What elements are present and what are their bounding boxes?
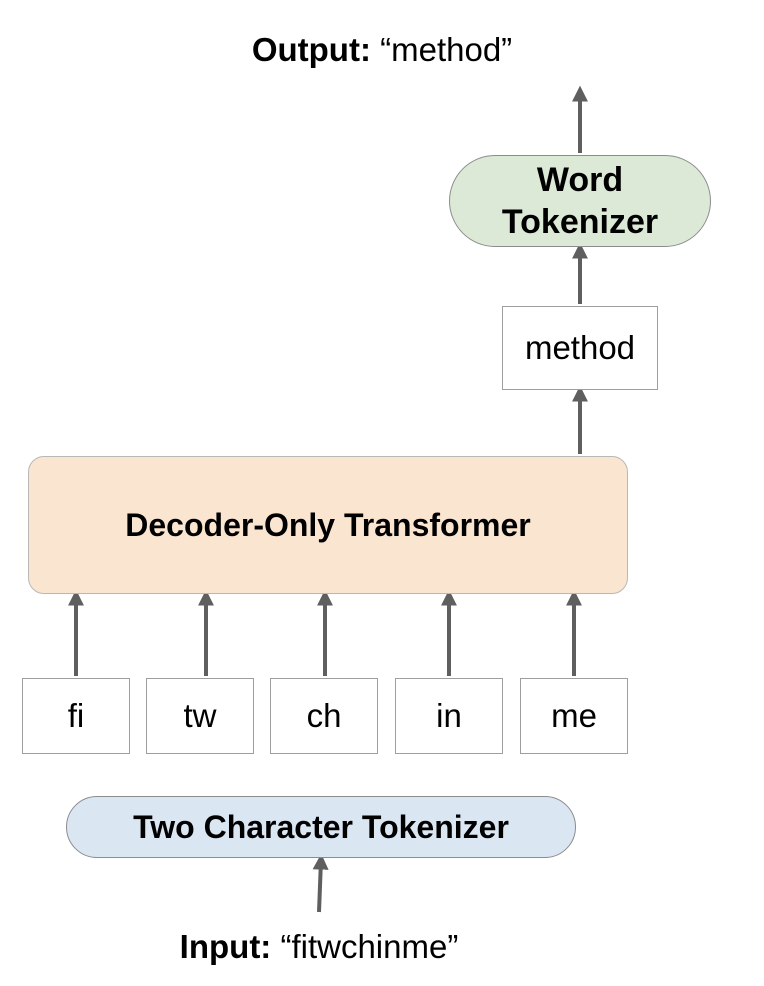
input-token-label: me (551, 697, 597, 734)
word-tokenizer-line2: Tokenizer (501, 203, 659, 241)
input-token-box: in (395, 678, 503, 754)
output-token-box: method (502, 306, 658, 390)
input-token-label: ch (306, 697, 342, 734)
input-caption: Input: “fitwchinme” (0, 927, 638, 967)
output-label: Output: (251, 31, 371, 68)
transformer-block: Decoder-Only Transformer (28, 456, 628, 594)
input-token-box: tw (146, 678, 254, 754)
input-token-label: in (436, 697, 462, 734)
word-tokenizer-line1: Word (536, 161, 624, 199)
input-token-box: fi (22, 678, 130, 754)
char-tokenizer-label: Two Character Tokenizer (133, 808, 509, 845)
output-value: “method” (380, 31, 513, 68)
input-value: “fitwchinme” (280, 928, 459, 965)
input-token-box: me (520, 678, 628, 754)
word-tokenizer-block: Word Tokenizer (449, 155, 711, 247)
input-token-label: tw (183, 697, 217, 734)
arrow-input-to-char-tokenizer (312, 853, 329, 913)
char-tokenizer-block: Two Character Tokenizer (66, 796, 576, 858)
output-caption: Output: “method” (0, 30, 764, 70)
input-token-label: fi (67, 697, 85, 734)
transformer-label: Decoder-Only Transformer (125, 506, 531, 543)
input-label: Input: (179, 928, 272, 965)
input-token-box: ch (270, 678, 378, 754)
output-token-label: method (524, 329, 636, 366)
